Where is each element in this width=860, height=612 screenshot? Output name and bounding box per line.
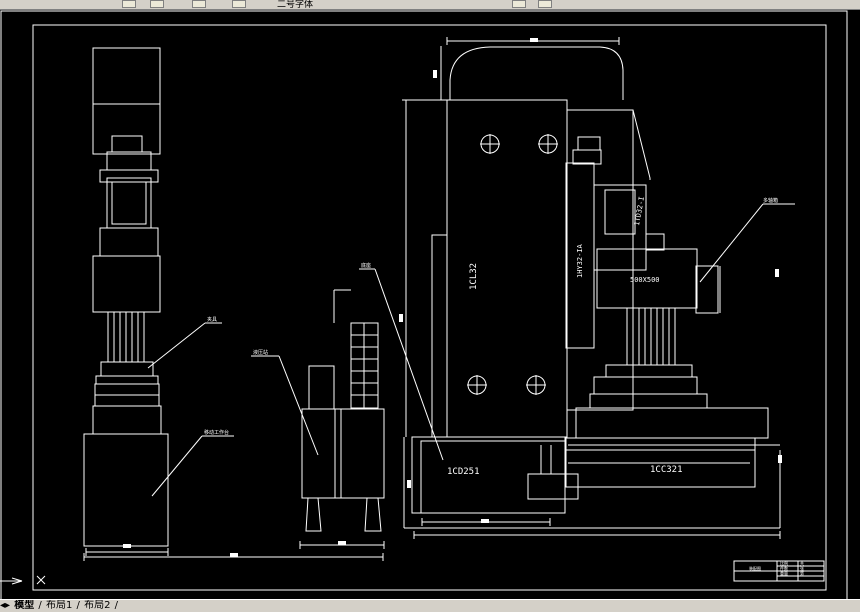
front-view-machine <box>402 37 781 539</box>
title-block-title: 装配图 <box>749 566 761 571</box>
hydraulic-station-callout: 液压站 <box>253 350 269 356</box>
hydraulic-station-view <box>299 289 385 549</box>
title-block-cell-6: 第 <box>800 571 804 576</box>
spindle-box-label: 500X500 <box>630 276 660 284</box>
title-block-cell-3: 重量 <box>780 571 788 576</box>
outer-frame <box>0 10 848 599</box>
title-block-cell-4: 共 <box>800 561 804 566</box>
slide-table-label: 1CC321 <box>650 465 683 475</box>
tab-model[interactable]: 模型 <box>14 600 35 611</box>
side-view-machine <box>83 47 384 561</box>
tab-separator: / <box>38 600 42 611</box>
clamping-table-callout: 移动工作台 <box>204 430 230 436</box>
dimension-markers <box>123 38 782 557</box>
tab-separator: / <box>76 600 80 611</box>
power-head-label: 1HY32-IA <box>576 244 584 278</box>
layout-tabs: ◂▸ 模型 / 布局1 / 布局2 / <box>0 599 860 612</box>
toolbar-button-color[interactable] <box>512 0 526 8</box>
toolbar-button-open[interactable] <box>122 0 136 8</box>
fixture-callout: 夹具 <box>207 317 218 323</box>
toolbar-button-save[interactable] <box>150 0 164 8</box>
drawing-canvas[interactable]: 1CL32 1HY32-IA 1TD32-I 500X500 1CD251 1C… <box>0 10 860 599</box>
title-block-cell-5: 张 <box>800 566 804 571</box>
leader-lines <box>147 203 795 497</box>
column-label: 1CL32 <box>469 262 479 290</box>
bed-label: 1CD251 <box>447 467 480 477</box>
inner-frame <box>32 24 827 591</box>
base-callout: 底座 <box>361 263 372 269</box>
cad-drawing <box>0 10 848 599</box>
tab-layout1[interactable]: 布局1 <box>45 600 73 611</box>
tab-nav-arrows[interactable]: ◂▸ <box>0 600 11 611</box>
toolbar-button-properties[interactable] <box>538 0 552 8</box>
layer-dropdown[interactable]: 二号字体 <box>277 0 314 10</box>
toolbar-button-layer-state[interactable] <box>232 0 246 8</box>
tab-layout2[interactable]: 布局2 <box>84 600 111 611</box>
drive-unit-label: 1TD32-I <box>633 195 647 227</box>
title-block <box>733 560 825 582</box>
toolbar: 二号字体 <box>0 0 860 10</box>
title-block-cell-1: 比例 <box>780 561 788 566</box>
ucs-icon <box>0 575 46 585</box>
multi-spindle-box-callout: 多轴箱 <box>763 198 779 204</box>
title-block-cell-2: 件数 <box>780 566 788 571</box>
toolbar-button-layer[interactable] <box>192 0 206 8</box>
tab-separator: / <box>114 600 119 611</box>
